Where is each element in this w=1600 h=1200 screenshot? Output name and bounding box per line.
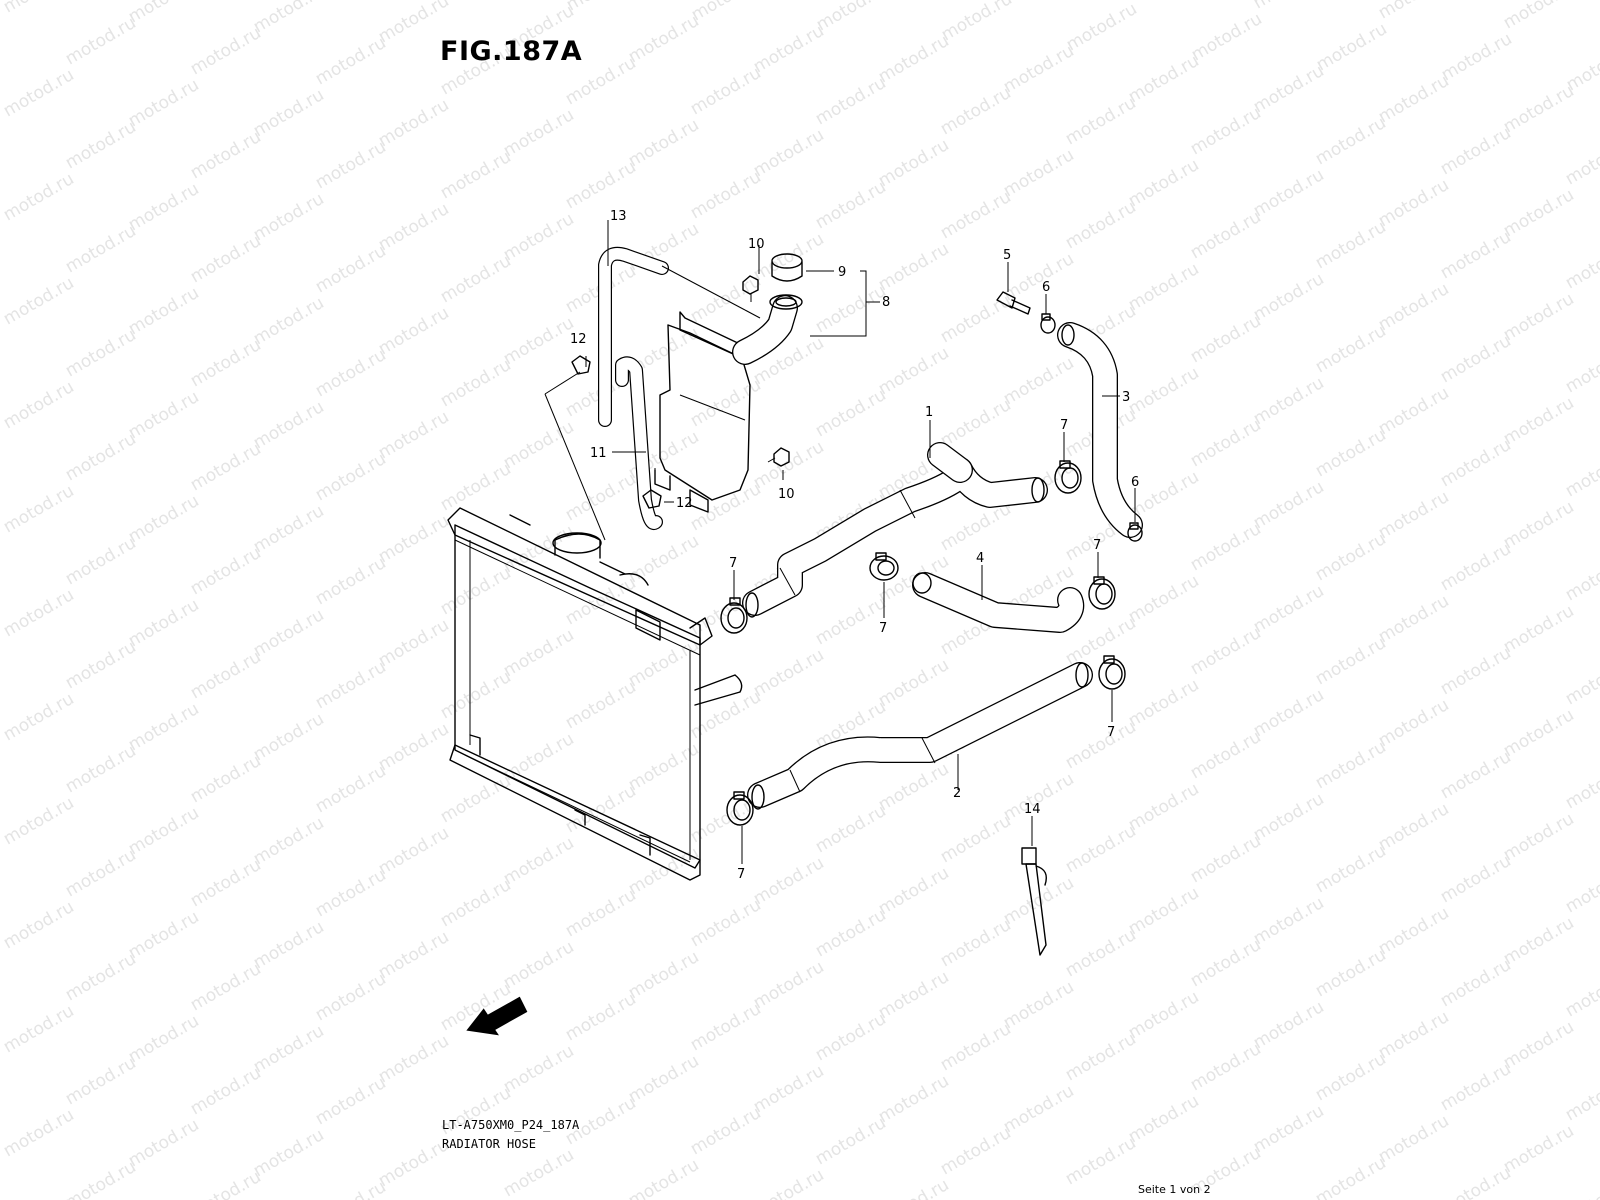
small-clamp[interactable] — [1040, 313, 1056, 334]
hose-clamp[interactable] — [1088, 576, 1116, 610]
cable-tie[interactable] — [1021, 847, 1048, 956]
callout-11: 11 — [590, 446, 607, 461]
callout-3: 3 — [1122, 390, 1130, 405]
callout-6a: 6 — [1042, 280, 1050, 295]
radiator-hose-3[interactable] — [1057, 322, 1143, 538]
callout-10a: 10 — [748, 237, 765, 252]
callout-5: 5 — [1003, 248, 1011, 263]
callout-12a: 12 — [570, 332, 587, 347]
callout-12b: 12 — [676, 496, 693, 511]
radiator-hose-2[interactable] — [747, 662, 1093, 810]
callout-1: 1 — [925, 405, 933, 420]
callout-9: 9 — [838, 265, 846, 280]
reservoir-cap[interactable] — [771, 253, 803, 282]
callout-7f: 7 — [737, 867, 745, 882]
callout-7e: 7 — [1107, 725, 1115, 740]
connection-lines — [544, 220, 1136, 864]
callout-8: 8 — [882, 295, 890, 310]
forward-direction-arrow: FWD — [465, 995, 529, 1037]
hose-clamp[interactable] — [869, 552, 899, 581]
hose-clamp[interactable] — [1098, 655, 1126, 690]
callout-13: 13 — [610, 209, 627, 224]
callout-7c: 7 — [1060, 418, 1068, 433]
callout-4: 4 — [976, 551, 984, 566]
hose-clip[interactable] — [571, 355, 591, 375]
callout-2: 2 — [953, 786, 961, 801]
breather-hose[interactable] — [615, 356, 663, 530]
callout-7a: 7 — [729, 556, 737, 571]
bolt[interactable] — [767, 447, 790, 467]
hose-clip[interactable] — [642, 489, 662, 509]
radiator-hose-4[interactable] — [912, 572, 1085, 633]
callout-14: 14 — [1024, 802, 1041, 817]
hose-clamp[interactable] — [726, 791, 754, 826]
radiator-hose-1[interactable] — [742, 442, 1048, 618]
figure-title: FIG.187A — [440, 36, 583, 67]
hose-clamp[interactable] — [720, 597, 748, 634]
model-code: LT-A750XM0_P24_187A — [442, 1118, 580, 1132]
bolt[interactable] — [742, 275, 759, 302]
part-callouts: 1 2 3 4 5 6 6 7 7 7 7 7 7 7 8 9 10 10 11… — [570, 209, 1139, 882]
callout-7d: 7 — [1093, 538, 1101, 553]
hose-clamp[interactable] — [1054, 460, 1082, 494]
overflow-hose[interactable] — [598, 246, 669, 427]
page-info: Seite 1 von 2 — [1138, 1183, 1211, 1196]
diagram-name: RADIATOR HOSE — [442, 1137, 536, 1151]
callout-7b: 7 — [879, 621, 887, 636]
callout-6b: 6 — [1131, 475, 1139, 490]
radiator[interactable] — [447, 507, 743, 881]
hose-fitting[interactable] — [996, 291, 1031, 315]
reservoir-tank[interactable] — [654, 294, 803, 513]
callout-10b: 10 — [778, 487, 795, 502]
small-clamp[interactable] — [1127, 522, 1143, 542]
